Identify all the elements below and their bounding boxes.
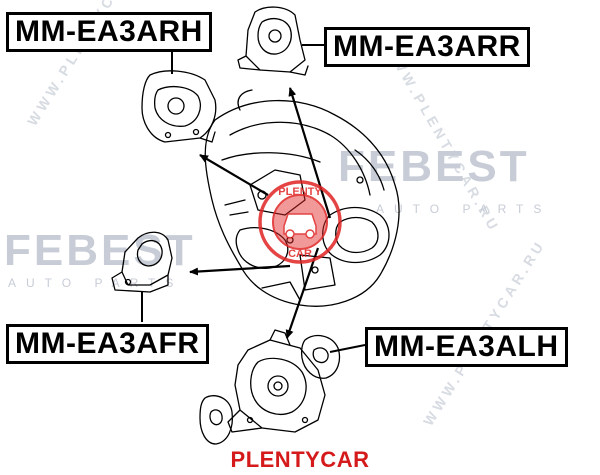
part-label-arr: MM-EA3ARR	[324, 27, 530, 67]
svg-text:CAR: CAR	[288, 248, 312, 260]
leader-line-alh	[329, 344, 366, 353]
arrow-to-arr	[288, 87, 332, 219]
svg-text:PLENTY: PLENTY	[278, 186, 322, 198]
footer-brand: PLENTYCAR	[230, 447, 370, 472]
part-label-arh: MM-EA3ARH	[6, 12, 212, 52]
mount-alh-drawing	[199, 329, 341, 445]
mount-afr-drawing	[111, 231, 173, 293]
arrow-to-afr	[189, 264, 291, 276]
mount-arh-drawing	[141, 70, 217, 143]
arrow-to-arh	[199, 154, 269, 196]
mount-arr-drawing	[237, 6, 309, 76]
plentycar-stamp: PLENTY CAR	[258, 180, 342, 264]
part-label-alh: MM-EA3ALH	[365, 327, 568, 367]
part-label-afr: MM-EA3AFR	[6, 324, 209, 364]
engine-assembly-drawing	[204, 89, 400, 307]
arrow-to-alh	[285, 247, 320, 339]
watermark-tagline-left: AUTO PARTS	[8, 276, 184, 290]
watermark-tagline-right: AUTO PARTS	[376, 202, 552, 216]
watermark-brand-right: FEBEST	[338, 142, 530, 191]
